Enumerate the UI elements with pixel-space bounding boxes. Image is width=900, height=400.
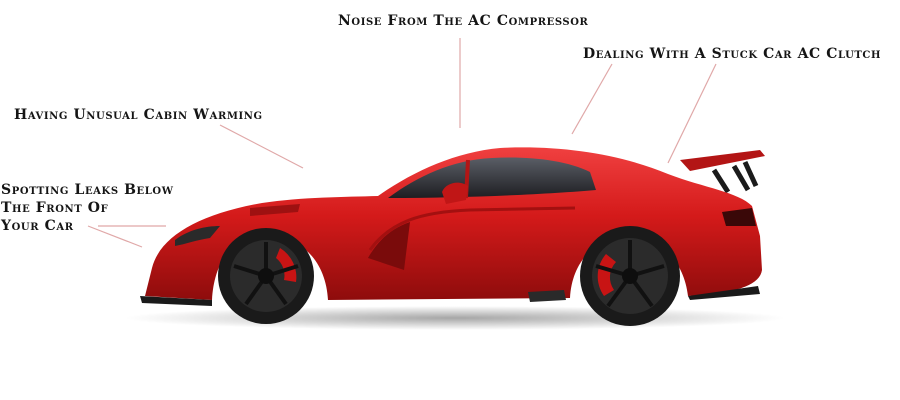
- callout-warming: Having Unusual Cabin Warming: [14, 107, 263, 123]
- leader-warming: [219, 124, 304, 169]
- leader-clutch: [571, 63, 613, 135]
- headlight: [175, 226, 220, 246]
- leader-leaks: [87, 225, 143, 248]
- side-sculpt: [368, 206, 576, 251]
- callout-clutch: Dealing With A Stuck Car AC Clutch: [583, 46, 882, 62]
- side-mirror: [442, 182, 468, 204]
- tail-light: [722, 208, 756, 226]
- side-vent: [368, 222, 410, 270]
- callout-leaks: Spotting Leaks Below The Front Of Your C…: [1, 181, 174, 235]
- callout-leaks-line-1: Spotting Leaks Below: [1, 182, 174, 198]
- callout-leaks-line-2: The Front Of: [1, 200, 109, 216]
- front-splitter: [140, 296, 212, 306]
- ground-shadow: [125, 306, 785, 330]
- leader-clutch-2: [667, 63, 717, 164]
- side-exhaust: [528, 290, 566, 302]
- callout-noise: Noise From The AC Compressor: [338, 13, 589, 29]
- rear-wheel: [580, 226, 680, 326]
- side-window: [388, 157, 596, 198]
- car-body: [145, 147, 762, 300]
- front-wheel: [218, 228, 314, 324]
- rear-wing: [680, 150, 765, 194]
- callout-leaks-line-3: Your Car: [1, 218, 74, 234]
